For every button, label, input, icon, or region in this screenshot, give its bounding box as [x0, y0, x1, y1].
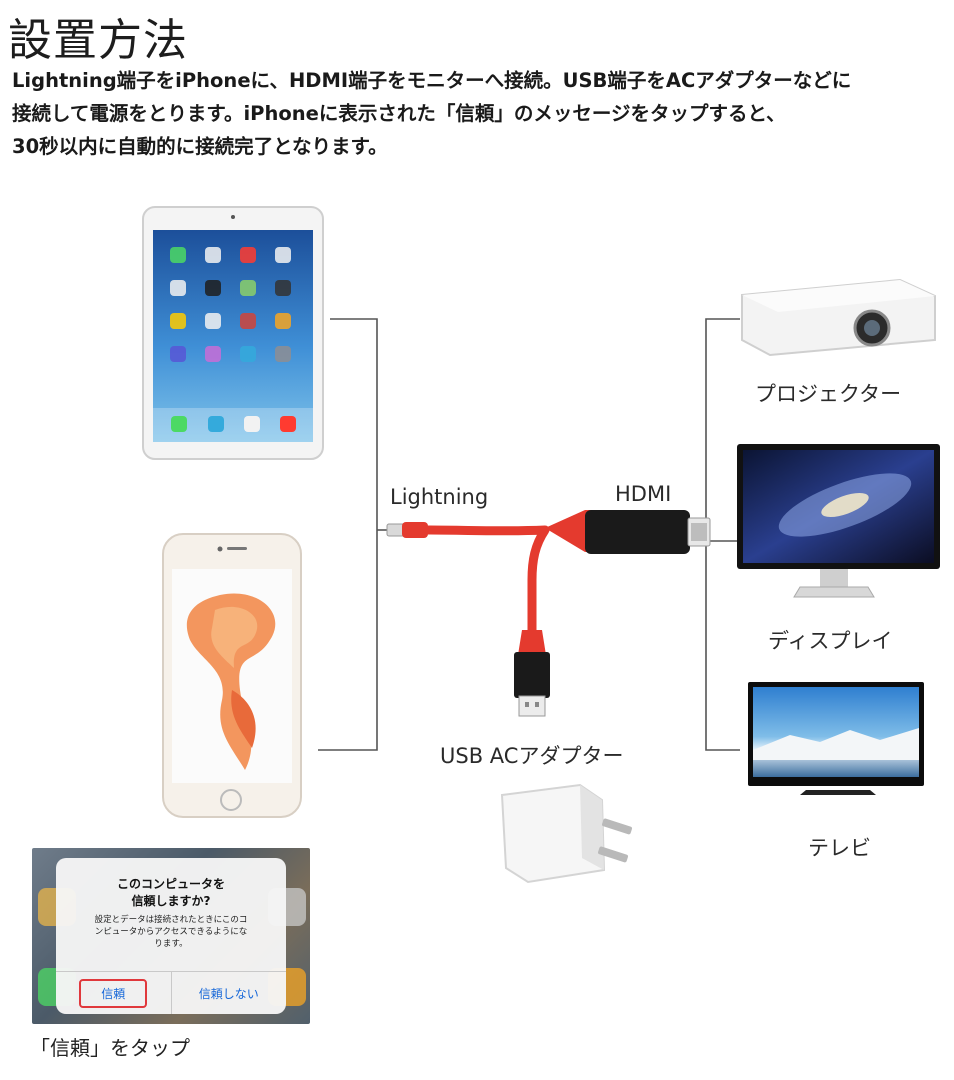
projector-label: プロジェクター [755, 382, 902, 406]
alert-message-line-2: ンピュータからアクセスできるようにな [94, 927, 248, 937]
alert-title-line-1: このコンピュータを [116, 877, 225, 891]
ipad-device [142, 206, 324, 460]
lightning-label: Lightning [390, 485, 489, 509]
usb-ac-adapter-label: USB ACアダプター [440, 744, 624, 768]
alert-message: 設定とデータは接続されたときにこのコ ンピュータからアクセスできるようにな りま… [66, 914, 276, 950]
iphone-device [162, 533, 302, 818]
alert-buttons: 信頼 信頼しない [56, 971, 286, 1014]
dont-trust-button-label: 信頼しない [198, 986, 259, 1001]
projector-device [741, 278, 936, 357]
alert-message-line-3: ります。 [154, 939, 188, 949]
alert-title-line-2: 信頼しますか? [131, 894, 211, 908]
instruction-line-1: Lightning端子をiPhoneに、HDMI端子をモニターへ接続。USB端子… [12, 69, 852, 92]
ac-adapter [500, 783, 633, 884]
display-monitor [737, 444, 940, 598]
tv-device [748, 682, 924, 795]
trust-alert: このコンピュータを 信頼しますか? 設定とデータは接続されたときにこのコ ンピュ… [56, 858, 286, 1014]
dont-trust-button[interactable]: 信頼しない [170, 972, 287, 1014]
alert-message-line-1: 設定とデータは接続されたときにこのコ [94, 915, 248, 925]
alert-title: このコンピュータを 信頼しますか? [56, 876, 286, 910]
instruction-line-3: 30秒以内に自動的に接続完了となります。 [12, 135, 388, 158]
page-title: 設置方法 [8, 15, 188, 66]
display-label: ディスプレイ [768, 629, 893, 653]
hdmi-adapter-cable [386, 510, 711, 717]
tap-trust-caption: 「信頼」をタップ [30, 1036, 190, 1060]
trust-dialog-screenshot: このコンピュータを 信頼しますか? 設定とデータは接続されたときにこのコ ンピュ… [32, 848, 310, 1024]
instruction-line-2: 接続して電源をとります。iPhoneに表示された「信頼」のメッセージをタップする… [12, 102, 786, 125]
hdmi-label: HDMI [615, 482, 672, 506]
trust-button[interactable]: 信頼 [56, 972, 171, 1014]
instructions: Lightning端子をiPhoneに、HDMI端子をモニターへ接続。USB端子… [12, 64, 942, 163]
betta-fish-wallpaper [186, 593, 276, 770]
tv-label: テレビ [808, 836, 871, 860]
trust-button-label: 信頼 [79, 978, 148, 1008]
